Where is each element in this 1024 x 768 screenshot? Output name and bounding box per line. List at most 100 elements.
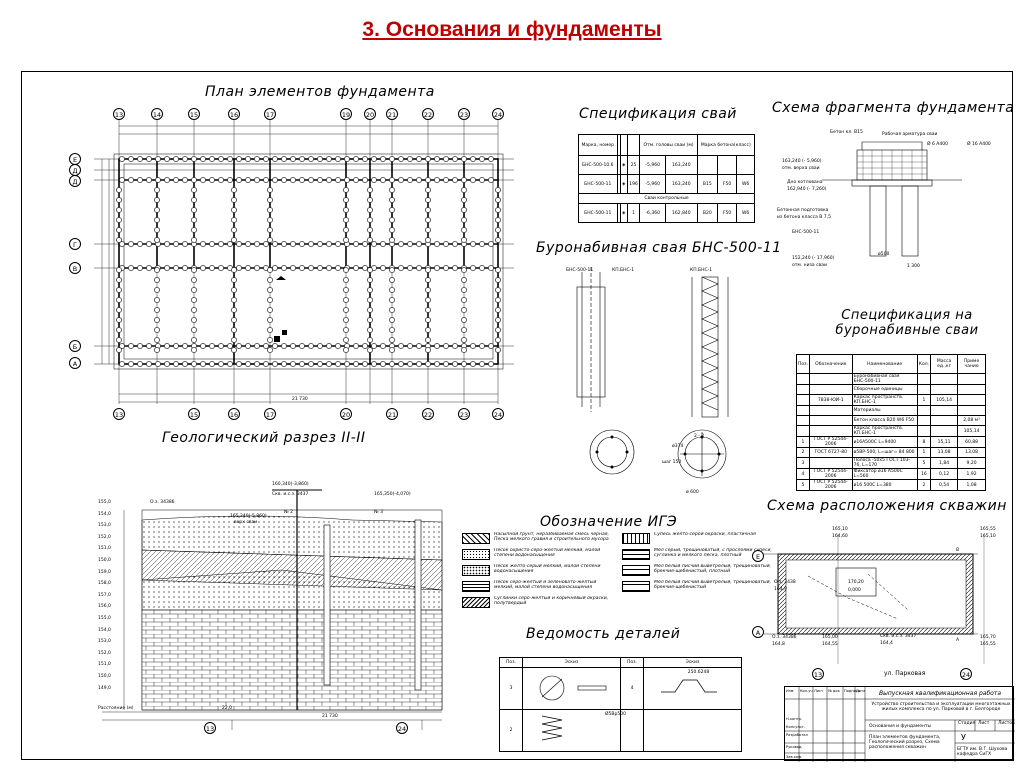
pile-row-2-mark: БНС-500-11 xyxy=(578,174,618,194)
pile-row-3-mark: БНС-500-11 xyxy=(578,203,618,223)
spec2-cell: ГОСТ Р 52544-2006 xyxy=(808,479,853,491)
pile-mark xyxy=(389,337,395,343)
spec2-cell xyxy=(808,405,853,416)
geo-label-distance: Расстояние (м) xyxy=(98,706,134,711)
spec2-cell xyxy=(808,425,853,437)
pile-mark xyxy=(353,343,359,349)
axis-15-top: 15 xyxy=(188,108,200,120)
fragment-label-width: 1 300 xyxy=(907,264,920,269)
spec2-cell xyxy=(916,425,932,437)
pile-mark xyxy=(182,156,188,162)
pile-mark xyxy=(380,241,386,247)
spec2-row: Буронабивная свая БНС-500-11 xyxy=(796,373,986,385)
spec2-cell: Фиксатор ø16 А500С L=560 xyxy=(851,468,918,480)
pile-mark xyxy=(461,267,467,273)
title-block-grid xyxy=(785,687,1015,762)
pile-mark xyxy=(308,343,314,349)
pile-mark xyxy=(362,265,368,271)
pile-mark xyxy=(495,287,501,293)
pile-mark xyxy=(281,361,287,367)
pile-mark xyxy=(425,187,431,193)
wells-axis-13: 13 xyxy=(812,668,824,680)
legend-item: Песок серо-желтый и зеленовато-желтый ме… xyxy=(462,580,612,595)
pile-mark xyxy=(231,277,237,283)
pile-mark xyxy=(452,156,458,162)
pile-row-3-top: -6,360 xyxy=(639,203,667,223)
pile-row-3-bottom: 162,840 xyxy=(665,203,698,223)
pile-mark xyxy=(367,267,373,273)
pile-mark xyxy=(425,227,431,233)
pile-mark xyxy=(461,297,467,303)
legend-swatch xyxy=(622,533,650,544)
pile-mark xyxy=(200,343,206,349)
legend-item: Мел белый писчий выветрелый, трещиноваты… xyxy=(622,580,772,595)
pile-mark xyxy=(254,177,260,183)
wells-label-v: В xyxy=(956,548,960,553)
pile-mark xyxy=(272,241,278,247)
spec2-cell: Сборочные единицы xyxy=(851,384,918,395)
pile-mark xyxy=(173,361,179,367)
bored-pile-dia: ø374 xyxy=(672,444,684,449)
spec2-cell: 5 xyxy=(916,457,932,469)
pile-mark xyxy=(488,361,494,367)
tb-role: Лист xyxy=(814,689,824,693)
pile-row-2-bottom: 163,240 xyxy=(665,174,698,194)
spec2-cell: 60,88 xyxy=(957,436,986,448)
fragment-label-top-text: отм. верха сваи xyxy=(782,166,820,171)
pile-mark xyxy=(335,177,341,183)
details-r1-pos2: 4 xyxy=(620,667,644,710)
pile-mark xyxy=(495,297,501,303)
spec2-row: Сборочные единицы xyxy=(796,384,986,395)
spec2-cell: Материалы xyxy=(851,405,918,416)
pile-mark xyxy=(425,267,431,273)
pile-mark xyxy=(267,197,273,203)
spec2-cell xyxy=(796,373,810,385)
pile-mark xyxy=(281,241,287,247)
geo-scale-tick: 150,0 xyxy=(98,674,111,679)
legend-swatch xyxy=(622,565,650,576)
spec2-title: Спецификация на буронабивные сваи xyxy=(822,308,992,338)
pile-mark xyxy=(488,343,494,349)
pile-mark xyxy=(343,327,349,333)
pile-mark xyxy=(344,156,350,162)
fragment-label-rebar: Рабочая арматура сваи xyxy=(882,132,938,137)
pile-row-2-b: В15 xyxy=(696,174,718,194)
pile-mark xyxy=(182,177,188,183)
pile-mark xyxy=(353,361,359,367)
pile-mark xyxy=(254,156,260,162)
bored-pile-label-2: КП.БНС-1 xyxy=(612,268,635,273)
pile-mark xyxy=(434,241,440,247)
fragment-label-d16: Ø 16 А400 xyxy=(967,142,991,147)
wells-label-0: 165,10 xyxy=(832,527,848,532)
spec2-cell: 2,08 м³ xyxy=(957,415,986,426)
pile-mark xyxy=(425,347,431,353)
pile-mark xyxy=(495,207,501,213)
details-h-sketch2: Эскиз xyxy=(643,657,742,668)
pile-mark xyxy=(389,217,395,223)
pile-mark xyxy=(461,197,467,203)
axis-B-left: Б xyxy=(69,340,81,352)
tb-role: Зав.каф. xyxy=(786,755,803,759)
geo-label-total: 21 730 xyxy=(322,714,338,719)
pile-mark xyxy=(116,297,122,303)
pile-mark xyxy=(218,361,224,367)
pile-mark xyxy=(116,237,122,243)
pile-row-2-f: F50 xyxy=(716,174,738,194)
pile-mark xyxy=(227,361,233,367)
spec2-title-line-2: буронабивные сваи xyxy=(835,323,979,338)
pile-mark xyxy=(231,197,237,203)
spec2-cell: 105,14 xyxy=(930,394,959,406)
pile-mark xyxy=(461,317,467,323)
pile-mark xyxy=(290,241,296,247)
spec2-h-name: Наименование xyxy=(851,354,918,374)
spec2-cell xyxy=(930,425,959,437)
pile-mark xyxy=(154,327,160,333)
pile-mark xyxy=(495,187,501,193)
pile-mark xyxy=(343,197,349,203)
pile-mark xyxy=(308,156,314,162)
legend-swatch xyxy=(462,597,490,608)
pile-mark xyxy=(154,197,160,203)
pile-mark xyxy=(470,177,476,183)
